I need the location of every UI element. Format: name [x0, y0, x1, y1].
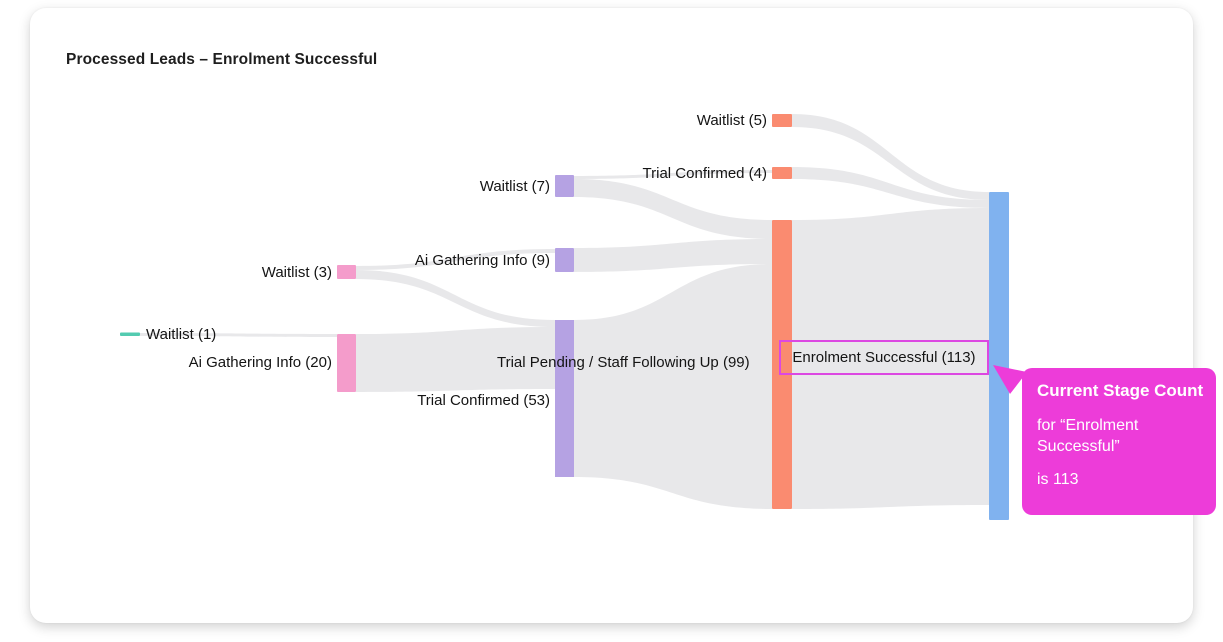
label-ai-gathering-info-9: Ai Gathering Info (9) [414, 252, 550, 269]
tooltip-value: is 113 [1037, 471, 1079, 489]
tooltip-pointer [993, 365, 1027, 394]
link-enrolment-currentstage[interactable] [792, 208, 989, 509]
node-ai-gathering-info-20[interactable] [337, 334, 356, 392]
link-waitlist5-currentstage[interactable] [792, 114, 989, 200]
link-waitlist3-aigathering9[interactable] [356, 249, 555, 270]
label-ai-gathering-info-20: Ai Gathering Info (20) [188, 354, 332, 371]
node-enrolment-successful-113[interactable] [772, 220, 792, 509]
node-waitlist-3[interactable] [337, 265, 356, 279]
label-enrolment-successful-113: Enrolment Successful (113) [792, 349, 976, 366]
sankey-links [140, 114, 989, 509]
link-waitlist7-trialconfirmed4[interactable] [574, 170, 772, 179]
link-waitlist7-enrolment[interactable] [574, 179, 772, 239]
tooltip: Current Stage Count for “Enrolment Succe… [1022, 368, 1216, 515]
label-waitlist-5: Waitlist (5) [696, 112, 767, 129]
label-waitlist-3: Waitlist (3) [261, 264, 332, 281]
link-waitlist3-trialpending[interactable] [356, 270, 555, 327]
link-trialconfirmed4-currentstage[interactable] [792, 167, 989, 208]
tooltip-title: Current Stage Count [1037, 381, 1204, 400]
chart-title: Processed Leads – Enrolment Successful [66, 51, 378, 68]
node-trial-confirmed-53[interactable] [555, 420, 574, 477]
link-trialpending-enrolment[interactable] [574, 264, 772, 420]
tooltip-subject: for “Enrolment Successful” [1037, 417, 1139, 456]
link-aigathering9-enrolment[interactable] [574, 239, 772, 272]
sankey-nodes [120, 114, 1009, 520]
node-waitlist-7[interactable] [555, 175, 574, 197]
highlighted-node-label-box: Enrolment Successful (113) [779, 340, 989, 375]
node-trial-pending-99[interactable] [555, 320, 574, 420]
label-trial-pending-99: Trial Pending / Staff Following Up (99) [497, 354, 750, 371]
link-trialconfirmed53-enrolment[interactable] [574, 420, 772, 509]
node-current-stage[interactable] [989, 192, 1009, 520]
label-waitlist-1: Waitlist (1) [146, 326, 217, 343]
node-waitlist-1[interactable] [120, 332, 140, 337]
link-waitlist1-aigathering20[interactable] [140, 333, 337, 337]
node-ai-gathering-info-9[interactable] [555, 248, 574, 272]
link-aigathering20-trialpending[interactable] [356, 327, 555, 392]
node-waitlist-5[interactable] [772, 114, 792, 127]
label-waitlist-7: Waitlist (7) [479, 178, 550, 195]
node-trial-confirmed-4[interactable] [772, 167, 792, 179]
label-trial-confirmed-53: Trial Confirmed (53) [417, 392, 550, 409]
label-trial-confirmed-4: Trial Confirmed (4) [642, 165, 767, 182]
